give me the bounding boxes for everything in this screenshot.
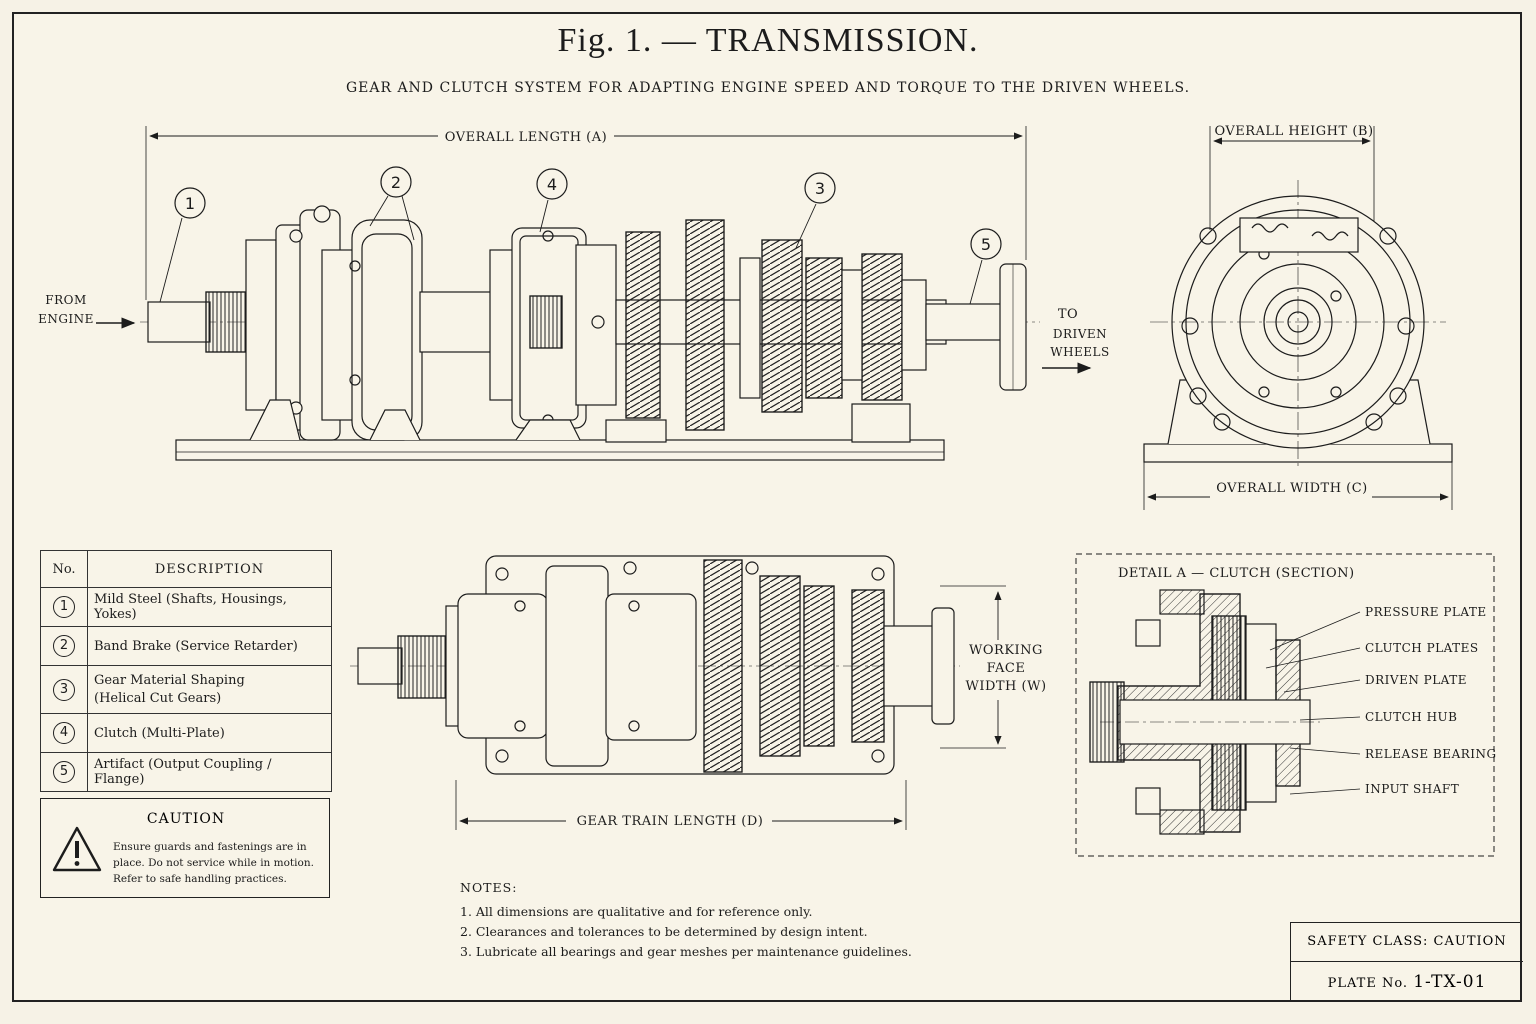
detail-label-release-bearing: RELEASE BEARING	[1365, 747, 1497, 761]
from-engine-line-2: ENGINE	[38, 312, 94, 326]
plan-view	[350, 555, 1006, 830]
notes-block: NOTES: 1. All dimensions are qualitative…	[460, 878, 912, 962]
detail-title: DETAIL A — CLUTCH (SECTION)	[1118, 566, 1355, 581]
row-description: Gear Material Shaping	[94, 672, 245, 688]
side-elevation	[96, 126, 1092, 461]
to-wheels-line-3: WHEELS	[1050, 345, 1110, 359]
note-item: 2. Clearances and tolerances to be deter…	[460, 924, 868, 939]
notes-heading: NOTES:	[460, 880, 518, 895]
title-block: SAFETY CLASS: CAUTION PLATE No. 1-TX-01	[1290, 922, 1523, 1002]
from-engine-line-1: FROM	[45, 293, 87, 307]
safety-class: SAFETY CLASS: CAUTION	[1291, 923, 1523, 962]
working-face-line-1: WORKING	[969, 643, 1043, 658]
header-description: DESCRIPTION	[87, 550, 332, 588]
callout-1: 1	[174, 187, 206, 219]
plate-number: 1-TX-01	[1413, 972, 1487, 992]
table-row: 5 Artifact (Output Coupling / Flange)	[40, 752, 332, 792]
svg-text:1: 1	[185, 194, 195, 213]
header-no: No.	[40, 550, 88, 588]
row-description: Clutch (Multi-Plate)	[87, 713, 332, 753]
callout-2: 2	[380, 166, 412, 198]
plate-prefix: PLATE No.	[1327, 976, 1409, 991]
callout-4: 4	[536, 168, 568, 200]
row-number: 3	[53, 678, 75, 701]
svg-text:5: 5	[981, 235, 991, 254]
to-wheels-line-1: TO	[1058, 307, 1078, 322]
table-row: 1 Mild Steel (Shafts, Housings, Yokes)	[40, 587, 332, 627]
detail-label-input-shaft: INPUT SHAFT	[1365, 782, 1459, 796]
detail-label-clutch-plates: CLUTCH PLATES	[1365, 641, 1479, 655]
overall-length-label: OVERALL LENGTH (A)	[445, 130, 607, 145]
overall-height-label: OVERALL HEIGHT (B)	[1214, 124, 1373, 139]
warning-triangle-icon	[52, 826, 102, 872]
row-description: Artifact (Output Coupling / Flange)	[87, 752, 332, 792]
end-view	[1143, 126, 1453, 510]
row-number: 5	[53, 761, 75, 783]
table-row: 2 Band Brake (Service Retarder)	[40, 626, 332, 666]
page-title: Fig. 1. — TRANSMISSION.	[557, 22, 979, 59]
svg-text:2: 2	[391, 173, 401, 192]
overall-width-label: OVERALL WIDTH (C)	[1216, 481, 1368, 496]
drawing-sheet	[12, 12, 1522, 1002]
working-face-line-2: FACE	[987, 661, 1026, 676]
parts-table: No. DESCRIPTION 1 Mild Steel (Shafts, Ho…	[40, 550, 332, 792]
caution-text: Ensure guards and fastenings are in plac…	[113, 841, 314, 885]
detail-label-clutch-hub: CLUTCH HUB	[1365, 710, 1457, 724]
callout-3: 3	[804, 172, 836, 204]
parts-table-header: No. DESCRIPTION	[40, 550, 332, 588]
caution-box: CAUTION Ensure guards and fastenings are…	[40, 798, 330, 898]
detail-a-clutch-section	[1075, 553, 1495, 857]
detail-label-pressure-plate: PRESSURE PLATE	[1365, 605, 1487, 619]
note-item: 3. Lubricate all bearings and gear meshe…	[460, 944, 912, 959]
row-description-2: (Helical Cut Gears)	[94, 690, 222, 706]
row-description: Mild Steel (Shafts, Housings, Yokes)	[87, 587, 332, 627]
callout-5: 5	[970, 228, 1002, 260]
row-number: 2	[53, 635, 75, 657]
svg-text:4: 4	[547, 175, 557, 194]
svg-text:3: 3	[815, 179, 825, 198]
gear-train-length-label: GEAR TRAIN LENGTH (D)	[577, 814, 764, 829]
row-number: 1	[53, 596, 75, 618]
working-face-line-3: WIDTH (W)	[965, 679, 1046, 694]
row-number: 4	[53, 722, 75, 744]
row-description: Band Brake (Service Retarder)	[87, 626, 332, 666]
plate-number-row: PLATE No. 1-TX-01	[1291, 962, 1523, 1002]
table-row: 3 Gear Material Shaping (Helical Cut Gea…	[40, 665, 332, 714]
table-row: 4 Clutch (Multi-Plate)	[40, 713, 332, 753]
note-item: 1. All dimensions are qualitative and fo…	[460, 904, 813, 919]
page-subtitle: GEAR AND CLUTCH SYSTEM FOR ADAPTING ENGI…	[345, 80, 1191, 96]
caution-heading: CAUTION	[146, 811, 226, 827]
to-wheels-line-2: DRIVEN	[1053, 327, 1107, 341]
detail-label-driven-plate: DRIVEN PLATE	[1365, 673, 1467, 687]
